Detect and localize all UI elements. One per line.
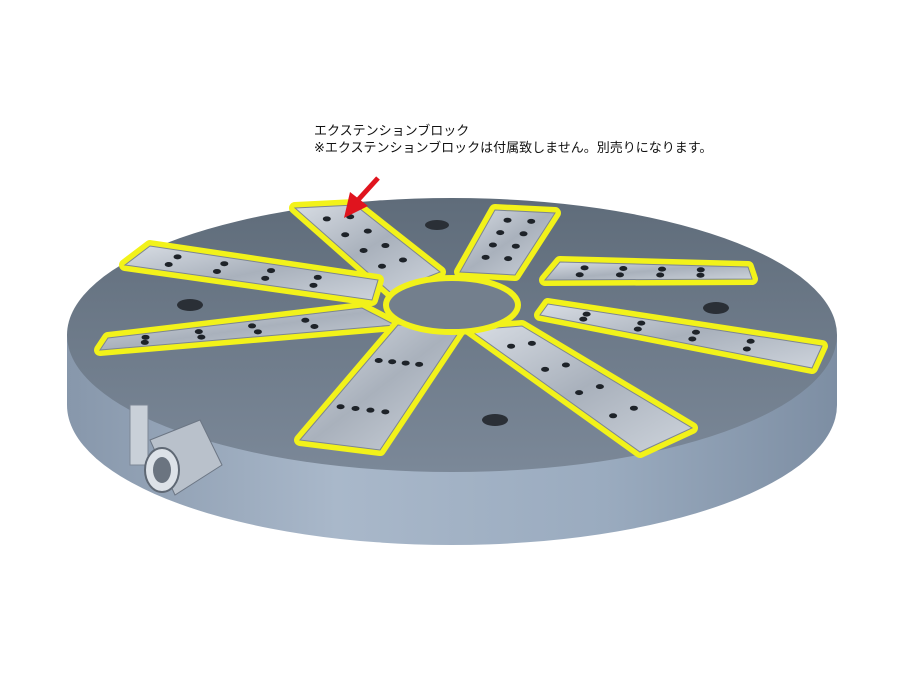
bolt-hole xyxy=(541,366,550,372)
bolt-hole xyxy=(575,272,584,278)
bolt-hole xyxy=(575,390,584,396)
bolt-hole xyxy=(507,343,516,349)
bolt-hole xyxy=(415,361,424,367)
bolt-hole xyxy=(309,282,318,288)
bolt-hole xyxy=(527,218,536,224)
callout-arrow xyxy=(344,176,380,218)
bolt-hole xyxy=(688,336,697,342)
center-boss xyxy=(383,275,521,335)
bolt-hole xyxy=(746,338,755,344)
extension-bar xyxy=(468,325,694,453)
bolt-hole xyxy=(336,404,345,410)
bolt-hole xyxy=(310,324,319,330)
bolt-hole xyxy=(488,242,497,248)
bolt-hole xyxy=(615,272,624,278)
bolt-hole xyxy=(194,329,203,335)
bolt-hole xyxy=(595,384,604,390)
bolt-hole xyxy=(341,232,350,238)
bolt-hole xyxy=(322,216,331,222)
bolt-hole xyxy=(164,262,173,268)
bolt-hole xyxy=(504,256,513,262)
bolt-hole xyxy=(197,334,206,340)
bolt-hole xyxy=(313,274,322,280)
bolt-hole xyxy=(511,243,520,249)
bolt-hole xyxy=(629,405,638,411)
bolt-hole xyxy=(401,360,410,366)
bolt-hole xyxy=(366,407,375,413)
bolt-hole xyxy=(388,359,397,365)
extension-bar xyxy=(539,303,823,369)
bolt-hole xyxy=(378,263,386,269)
bolt-hole xyxy=(140,339,149,345)
bolt-hole xyxy=(351,405,360,411)
bolt-hole xyxy=(141,334,150,340)
bolt-hole xyxy=(267,268,276,274)
bolt-hole xyxy=(363,228,372,234)
bolt-hole xyxy=(481,254,490,260)
bolt-hole xyxy=(742,346,751,352)
bolt-hole xyxy=(527,340,536,346)
bolt-hole xyxy=(399,257,407,263)
bolt-hole xyxy=(503,217,512,223)
bolt-hole xyxy=(359,247,368,253)
bolt-hole xyxy=(658,266,667,272)
bolt-hole xyxy=(609,413,618,419)
bolt-hole xyxy=(496,230,505,236)
bolt-hole xyxy=(696,267,705,273)
bolt-hole xyxy=(691,329,700,335)
mount-holes xyxy=(177,220,729,426)
bolt-hole xyxy=(248,323,257,329)
bolt-hole xyxy=(633,326,642,332)
bolt-hole xyxy=(253,329,262,335)
cable-connector xyxy=(129,404,223,496)
bolt-hole xyxy=(381,243,390,249)
bolt-hole xyxy=(619,266,628,272)
bolt-hole xyxy=(561,362,570,368)
bolt-hole xyxy=(519,231,528,237)
bolt-hole xyxy=(301,317,310,323)
bolt-hole xyxy=(173,254,182,260)
bolt-hole xyxy=(637,320,646,326)
extension-block-bars xyxy=(94,199,828,458)
bolt-hole xyxy=(374,357,383,363)
bolt-hole xyxy=(261,275,270,281)
bolt-hole xyxy=(582,311,591,317)
bolt-hole xyxy=(212,268,221,274)
bolt-hole xyxy=(220,261,229,267)
extension-bar xyxy=(293,204,441,293)
bolt-hole xyxy=(381,409,390,415)
bolt-hole xyxy=(579,316,588,322)
bolt-hole xyxy=(696,272,705,278)
bolt-hole xyxy=(580,265,589,271)
extension-bar xyxy=(99,307,397,351)
annotation-title: エクステンションブロック xyxy=(314,124,470,139)
bolt-hole xyxy=(656,272,665,278)
annotation-note: ※エクステンションブロックは付属致しません。別売りになります。 xyxy=(314,141,713,156)
